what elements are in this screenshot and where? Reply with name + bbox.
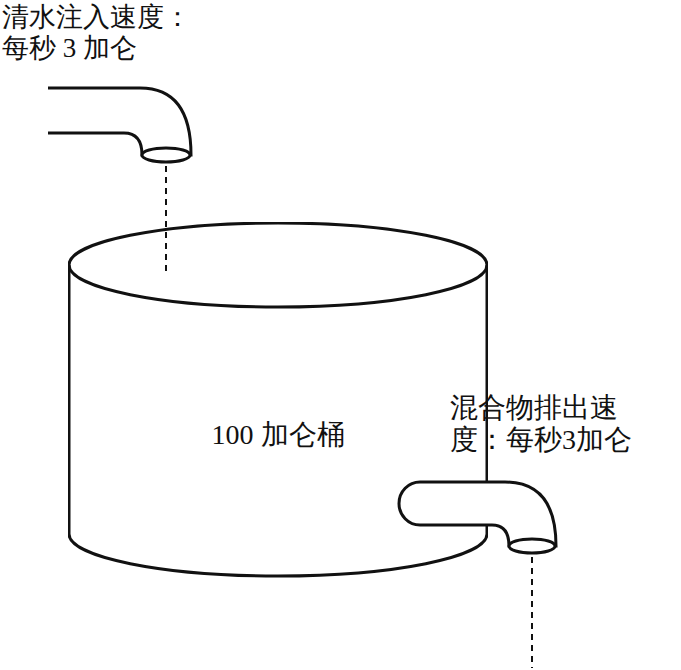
tank-label: 100 加仑桶 (68, 418, 488, 452)
mixture-stream (531, 557, 533, 668)
outflow-pipe (399, 482, 556, 546)
tank-outline (68, 222, 488, 578)
tank-top (69, 223, 487, 307)
tank-body (69, 265, 487, 576)
inflow-pipe (48, 88, 191, 155)
pipe-opening (509, 539, 555, 553)
tank-label-group: 100 加仑桶 (68, 418, 488, 452)
water-stream (165, 166, 167, 276)
inflow-rate: 清水注入速度：每秒 3 加仑 (2, 2, 202, 64)
tank: 100 加仑桶 (68, 222, 488, 578)
pipe-opening (142, 148, 190, 162)
outflow-rate: 混合物排出速度：每秒3加仑 (450, 392, 640, 456)
